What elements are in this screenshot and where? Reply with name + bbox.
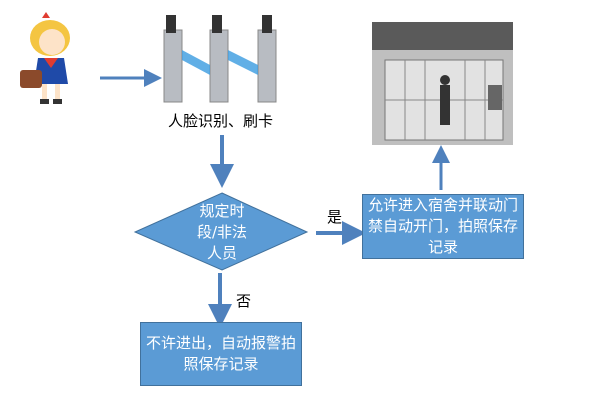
dorm-door-photo <box>372 22 513 145</box>
decision-diamond <box>133 192 309 271</box>
decision-line: 段/非法 <box>196 223 248 241</box>
recognition-caption: 人脸识别、刷卡 <box>168 112 274 130</box>
decision-line: 规定时 <box>199 202 245 220</box>
student-illustration <box>20 12 70 104</box>
decision-line: 人员 <box>206 244 237 262</box>
turnstile-illustration <box>163 15 277 103</box>
yes-label: 是 <box>327 208 343 226</box>
decision-text: 规定时 段/非法 人员 <box>175 201 269 264</box>
no-action-box: 不许进出，自动报警拍照保存记录 <box>140 322 302 386</box>
yes-action-box: 允许进入宿舍并联动门禁自动开门，拍照保存记录 <box>362 194 524 259</box>
no-label: 否 <box>236 292 252 310</box>
